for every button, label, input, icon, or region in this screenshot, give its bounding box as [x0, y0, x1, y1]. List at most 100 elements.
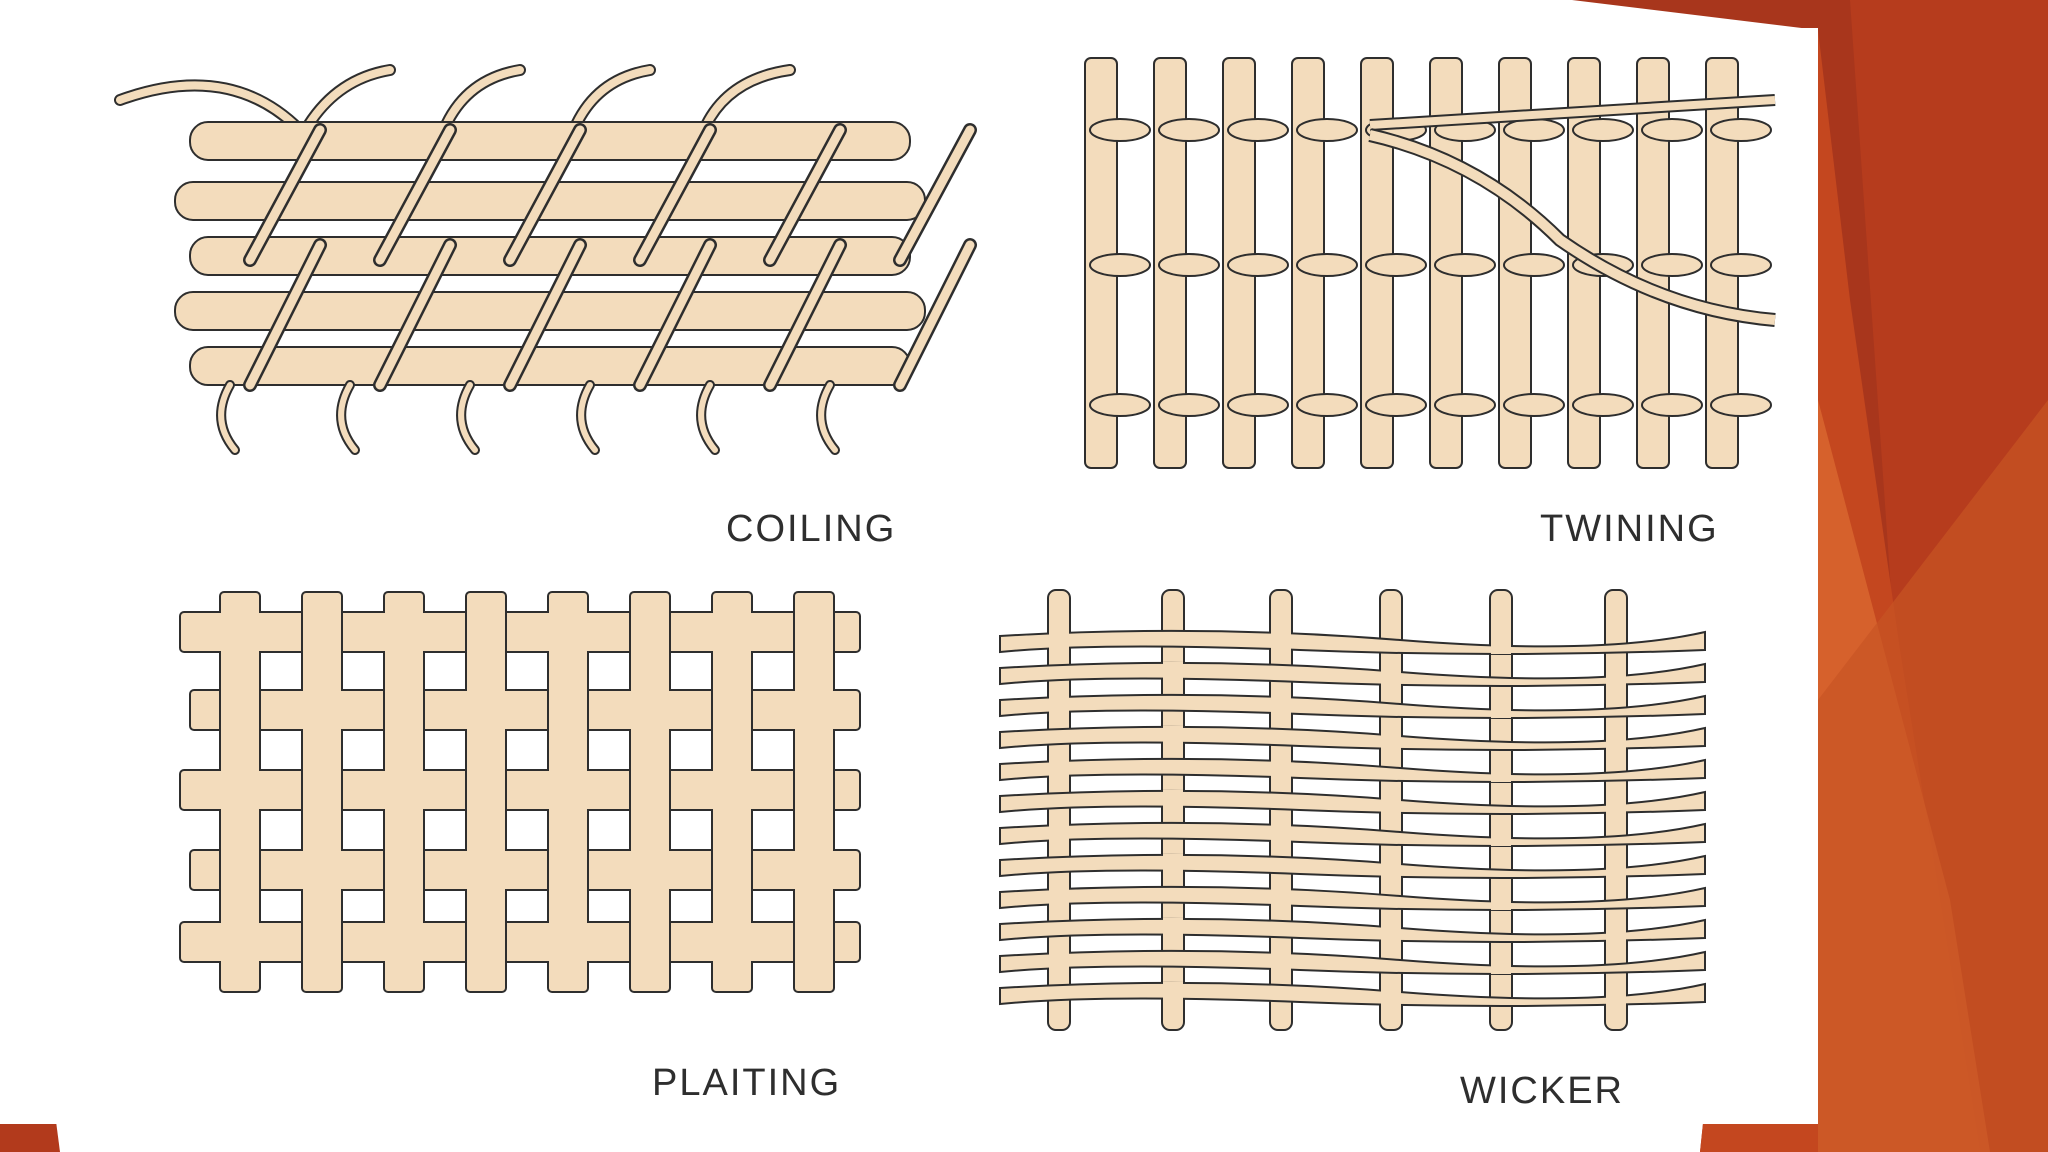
wicker-stake-front: [1163, 918, 1183, 942]
twining-loose-strand-fill: [1369, 96, 1776, 129]
twining-weft-twist: [1158, 393, 1220, 417]
wicker-stake-front: [1606, 982, 1626, 1006]
twining-weft-twist: [1089, 118, 1151, 142]
plaiting-overlap: [543, 771, 593, 809]
plaiting-overlap: [379, 923, 429, 961]
plaiting-overlap: [625, 851, 675, 889]
twining-weft-twist: [1296, 253, 1358, 277]
wicker-stake-front: [1049, 822, 1069, 846]
twining-weft-twist: [1365, 393, 1427, 417]
twining-weft-twist: [1158, 253, 1220, 277]
plaiting-overlap: [707, 771, 757, 809]
twining-weft-twist: [1089, 393, 1151, 417]
wicker-stake-front: [1491, 822, 1511, 846]
twining-weft-twist: [1434, 253, 1496, 277]
plaiting-overlap: [215, 613, 265, 651]
coiling-label: COILING: [726, 508, 897, 550]
plaiting-horizontal-strip: [179, 921, 861, 963]
plaiting-horizontal-strip: [189, 689, 861, 731]
coil-strand-bottom-fill: [338, 382, 358, 453]
wicker-diagram: [999, 589, 1706, 1031]
coil-strand-bottom-fill: [578, 382, 598, 453]
plaiting-overlap: [625, 691, 675, 729]
wicker-stake-front: [1491, 950, 1511, 974]
plaiting-overlap: [379, 771, 429, 809]
plaiting-horizontal-strip: [179, 611, 861, 653]
plaiting-vertical-strip: [301, 591, 343, 993]
plaiting-overlap: [215, 771, 265, 809]
wicker-stake-front: [1163, 854, 1183, 878]
wicker-stake-front: [1491, 758, 1511, 782]
twining-weft-twist: [1227, 253, 1289, 277]
plaiting-overlap: [379, 613, 429, 651]
wicker-stake-front: [1049, 950, 1069, 974]
wicker-stake-front: [1049, 694, 1069, 718]
wicker-stake-front: [1049, 758, 1069, 782]
wicker-stake-front: [1606, 790, 1626, 814]
plaiting-overlap: [297, 691, 347, 729]
plaiting-overlap: [543, 613, 593, 651]
twining-weft-twist: [1572, 118, 1634, 142]
wicker-stake-front: [1606, 918, 1626, 942]
coil-wrap-fill: [505, 240, 585, 390]
plaiting-horizontal-strip: [179, 769, 861, 811]
coil-wrap-fill: [505, 125, 585, 265]
wicker-stake-front: [1381, 726, 1401, 750]
coil-wrap-fill: [375, 240, 455, 390]
plaiting-vertical-strip: [793, 591, 835, 993]
coil-wrap-fill: [245, 240, 325, 390]
twining-weft-twist: [1089, 253, 1151, 277]
twining-weft-twist: [1710, 393, 1772, 417]
plaiting-overlap: [297, 851, 347, 889]
twining-weft-twist: [1503, 393, 1565, 417]
coil-wrap-fill: [895, 240, 975, 390]
coil-wrap-fill: [245, 125, 325, 265]
plaiting-overlap: [461, 851, 511, 889]
wicker-stake-front: [1606, 726, 1626, 750]
twining-weft-twist: [1158, 118, 1220, 142]
facet-right-5: [1818, 400, 2048, 1152]
twining-label: TWINING: [1540, 508, 1719, 550]
wicker-label: WICKER: [1460, 1070, 1624, 1112]
coil-strand-bottom-fill: [818, 382, 838, 453]
wicker-stake-front: [1381, 982, 1401, 1006]
wicker-weaver: [999, 629, 1706, 655]
wicker-weaver: [999, 821, 1706, 847]
wicker-weaver: [999, 885, 1706, 911]
plaiting-overlap: [461, 691, 511, 729]
plaiting-label: PLAITING: [652, 1062, 842, 1104]
wicker-stake-front: [1163, 662, 1183, 686]
wicker-stake-front: [1606, 854, 1626, 878]
coil-wrap-fill: [635, 240, 715, 390]
plaiting-horizontal-strip: [189, 849, 861, 891]
twining-weft-twist: [1710, 253, 1772, 277]
wicker-weaver: [999, 693, 1706, 719]
wicker-stake-front: [1163, 982, 1183, 1006]
wicker-stake-front: [1271, 630, 1291, 654]
twining-weft-twist: [1641, 393, 1703, 417]
twining-weft-twist: [1710, 118, 1772, 142]
twining-weft-twist: [1434, 393, 1496, 417]
wicker-stake-front: [1163, 790, 1183, 814]
twining-weft-twist: [1296, 118, 1358, 142]
wicker-stake-front: [1381, 854, 1401, 878]
wicker-stake-front: [1491, 886, 1511, 910]
plaiting-overlap: [543, 923, 593, 961]
twining-weft-twist: [1572, 393, 1634, 417]
coil-wrap-fill: [635, 125, 715, 265]
plaiting-overlap: [789, 851, 839, 889]
coil-strand-bottom-fill: [218, 382, 238, 453]
wicker-stake-front: [1271, 758, 1291, 782]
coil-rod: [189, 121, 911, 161]
coil-wrap-fill: [375, 125, 455, 265]
twining-weft-twist: [1227, 118, 1289, 142]
plaiting-overlap: [789, 691, 839, 729]
wicker-stake-front: [1271, 694, 1291, 718]
twining-loose-strand-2-fill: [1368, 130, 1776, 325]
coil-strand-bottom-fill: [458, 382, 478, 453]
plaiting-vertical-strip: [629, 591, 671, 993]
coil-strand-bottom-fill: [698, 382, 718, 453]
coil-wrap-fill: [765, 125, 845, 265]
wicker-stake-front: [1271, 950, 1291, 974]
